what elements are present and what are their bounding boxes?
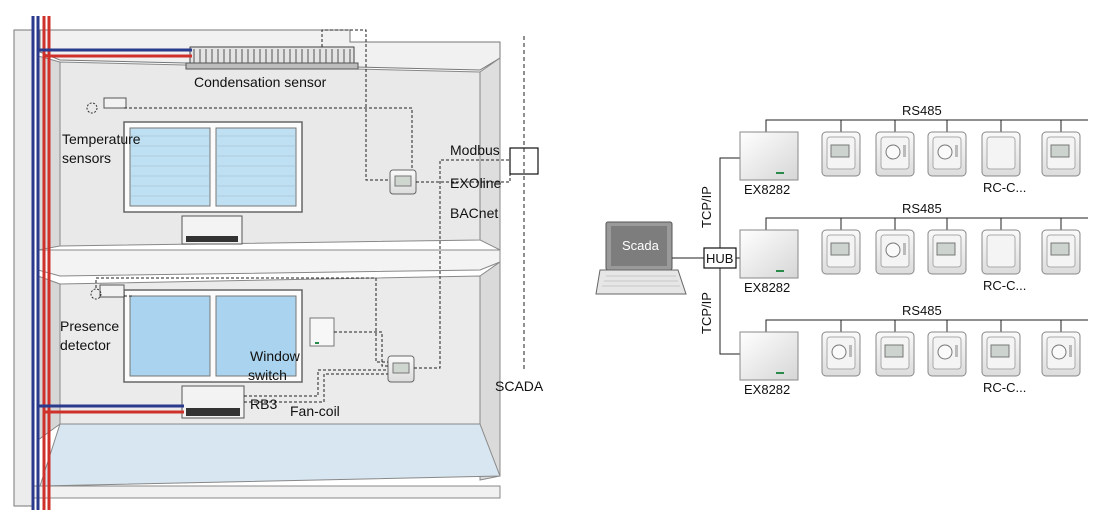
ex8282-controller [739,229,799,279]
ex8282-controller [739,331,799,381]
bottom-slab [31,485,501,499]
rs485-label: RS485 [902,303,942,318]
room-unit-model-label: RC-C... [983,380,1027,395]
window-switch-label-line2: switch [248,367,287,383]
temperature-sensor-device [86,97,127,114]
controller-row-1 [739,119,1088,181]
controller-logo [776,172,784,174]
room-unit-display [821,229,861,275]
lower-fancoil-unit [181,385,245,419]
ex8282-controller [739,131,799,181]
room-unit-blank [981,229,1021,275]
ceiling-unit [185,46,359,70]
temperature-sensors-label-line2: sensors [62,150,112,166]
lower-floor [39,423,501,487]
room-unit-knob [875,229,915,275]
room-unit-blank [981,131,1021,177]
room-unit-display [875,331,915,377]
ex8282-label: EX8282 [744,382,791,397]
lower-window [123,289,303,383]
controller-logo [776,270,784,272]
window-switch-label-line1: Window [250,348,300,364]
room-unit-knob [927,331,967,377]
middle-slab [37,249,501,277]
upper-window [123,121,303,213]
condensation-sensor-label: Condensation sensor [194,74,327,90]
laptop-screen-label: Scada [622,238,659,253]
room-unit-knob [1041,331,1081,377]
ex8282-label: EX8282 [744,182,791,197]
controller-row-3 [739,319,1088,381]
rs485-label: RS485 [902,103,942,118]
controller-row-2 [739,217,1088,279]
rs485-label: RS485 [902,201,942,216]
hub-label: HUB [706,251,734,266]
scada-label: SCADA [495,378,544,394]
exoline-label: EXOline [450,175,502,191]
temperature-sensors-label-line1: Temperature [62,131,141,147]
upper-room-controller [389,169,417,195]
room-unit-display [981,331,1021,377]
rs485-bus-line [765,217,1088,230]
tcpip-label-lower: TCP/IP [699,292,714,334]
presence-detector-label-line2: detector [60,337,111,353]
scada-laptop [595,221,687,295]
rs485-bus-line [765,319,1088,332]
upper-fancoil-unit [181,215,243,245]
ex8282-label: EX8282 [744,280,791,295]
rs485-bus-line [765,119,1088,132]
room-unit-knob [821,331,861,377]
sensor-wiring [95,29,511,403]
bacnet-label: BACnet [450,205,499,221]
lower-room-controller [387,355,415,383]
window-switch-device [309,317,335,347]
room-unit-display [1041,229,1081,275]
water-pipes [31,16,192,510]
controller-logo [776,372,784,374]
rb3-label: RB3 [250,396,278,412]
outer-wall [13,29,33,507]
controller-rows [739,119,1088,381]
room-unit-model-label: RC-C... [983,278,1027,293]
fancoil-label: Fan-coil [290,403,340,419]
presence-detector-device [90,284,125,300]
room-unit-model-label: RC-C... [983,180,1027,195]
room-unit-knob [927,131,967,177]
tcpip-label-upper: TCP/IP [699,186,714,228]
room-unit-knob [875,131,915,177]
modbus-label: Modbus [450,142,500,158]
room-unit-display [927,229,967,275]
network-links [672,157,740,355]
room-unit-display [1041,131,1081,177]
presence-detector-label-line1: Presence [60,318,120,334]
room-unit-display [821,131,861,177]
